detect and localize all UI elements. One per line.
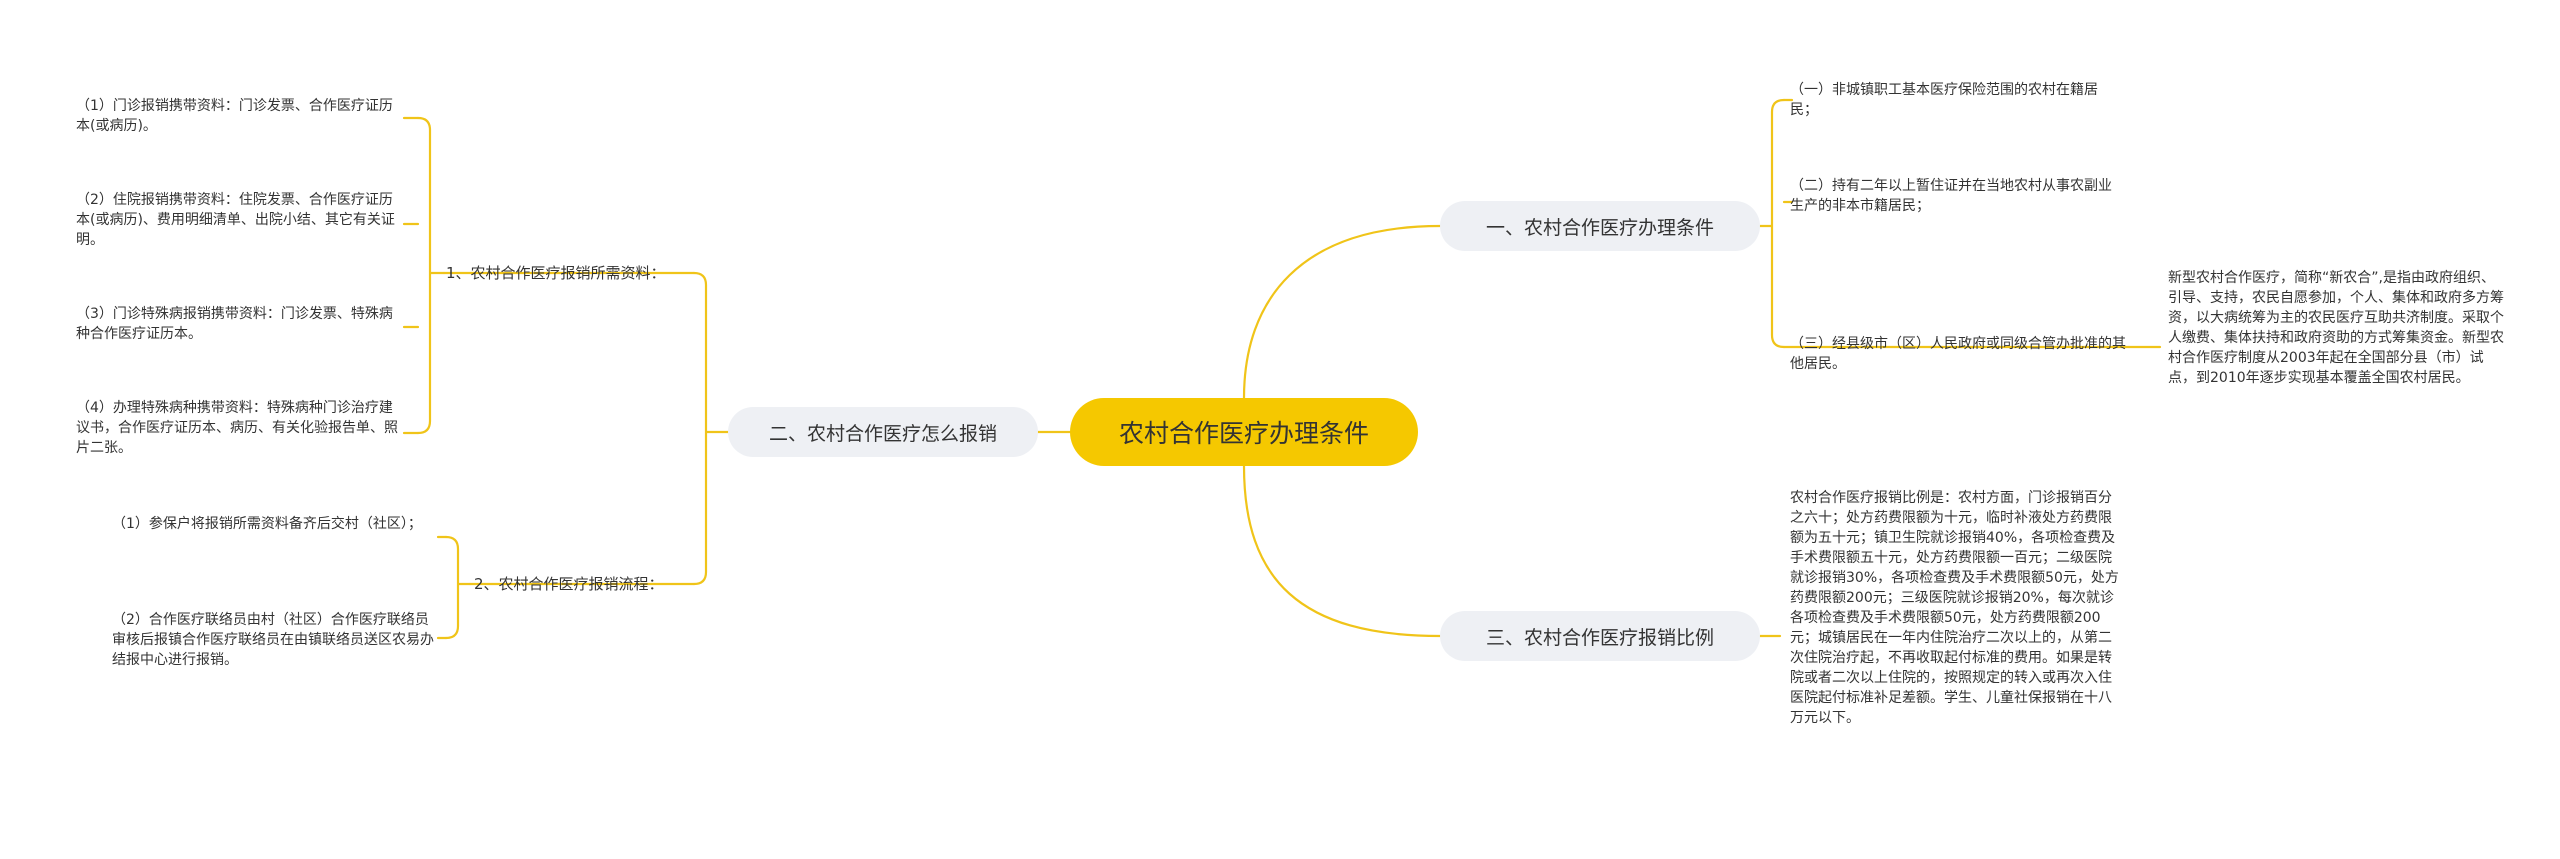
material-item-4: （4）办理特殊病种携带资料：特殊病种门诊治疗建议书，合作医疗证历本、病历、有关化… xyxy=(76,400,398,456)
material-item-1: （1）门诊报销携带资料：门诊发票、合作医疗证历本(或病历)。 xyxy=(76,98,393,134)
condition-item-3: （三）经县级市（区）人民政府或同级合管办批准的其他居民。 xyxy=(1790,336,2126,372)
condition-item-2: （二）持有二年以上暂住证并在当地农村从事农副业生产的非本市籍居民； xyxy=(1790,178,2112,214)
material-item-2: （2）住院报销携带资料：住院发票、合作医疗证历本(或病历)、费用明细清单、出院小… xyxy=(76,192,395,248)
condition-item-1: （一）非城镇职工基本医疗保险范围的农村在籍居民； xyxy=(1790,82,2098,118)
link-root-ratio xyxy=(1242,464,1442,638)
material-item-3: （3）门诊特殊病报销携带资料：门诊发票、特殊病种合作医疗证历本。 xyxy=(76,306,393,342)
process-title[interactable]: 2、农村合作医疗报销流程： xyxy=(474,575,664,593)
root-topic[interactable]: 农村合作医疗办理条件 xyxy=(1070,398,1418,466)
branch-howto[interactable]: 二、农村合作医疗怎么报销 xyxy=(728,407,1038,457)
branch-ratio[interactable]: 三、农村合作医疗报销比例 xyxy=(1440,611,1760,661)
branch-conditions[interactable]: 一、农村合作医疗办理条件 xyxy=(1440,201,1760,251)
link-process-bracket xyxy=(444,535,472,640)
condition-note: 新型农村合作医疗，简称“新农合”,是指由政府组织、引导、支持，农民自愿参加，个人… xyxy=(2168,270,2504,386)
ratio-text: 农村合作医疗报销比例是：农村方面，门诊报销百分之六十；处方药费限额为十元，临时补… xyxy=(1790,490,2119,726)
process-item-2: （2）合作医疗联络员由村（社区）合作医疗联络员审核后报镇合作医疗联络员在由镇联络… xyxy=(112,612,434,668)
link-materials-bracket xyxy=(416,116,446,435)
materials-title[interactable]: 1、农村合作医疗报销所需资料： xyxy=(446,264,666,282)
link-howto-bracket xyxy=(692,271,730,586)
link-conditions-bracket xyxy=(1758,98,1786,349)
process-item-1: （1）参保户将报销所需资料备齐后交村（社区）； xyxy=(112,516,422,532)
link-root-conditions xyxy=(1242,224,1442,400)
